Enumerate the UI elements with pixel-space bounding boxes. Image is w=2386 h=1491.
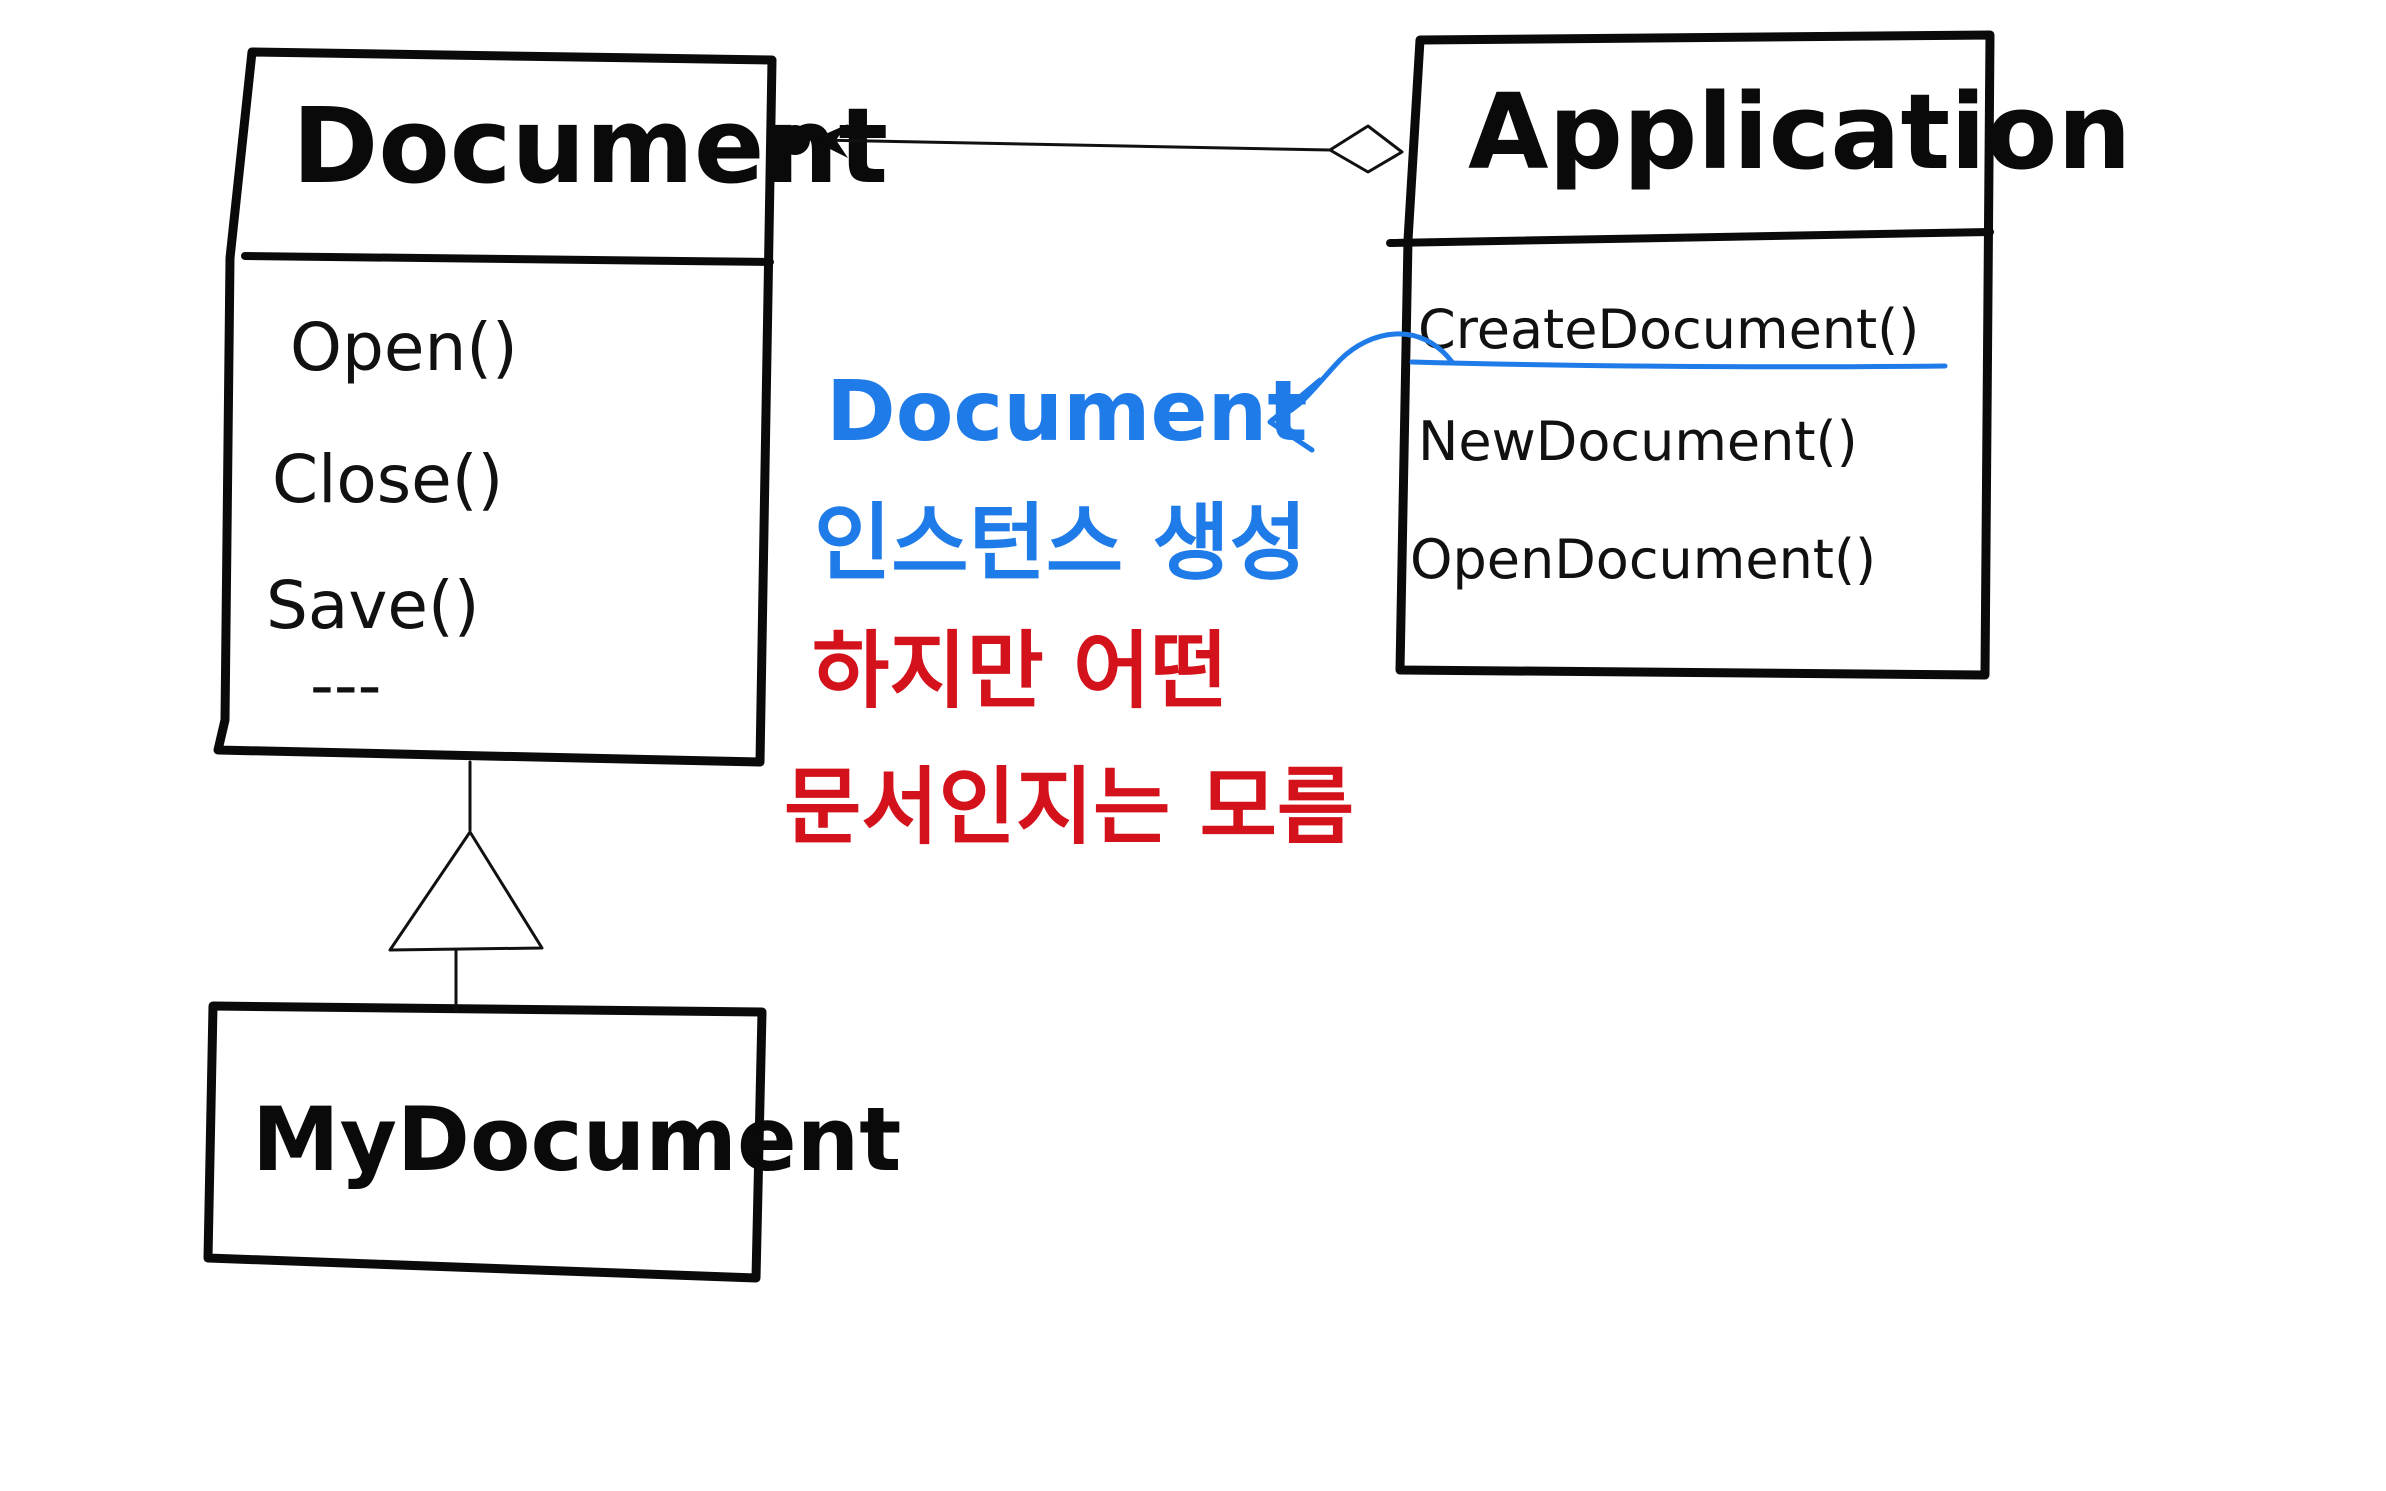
document-method-open: Open() (290, 309, 518, 386)
generalization-triangle (388, 830, 544, 952)
annotation-blue-line1: Document (826, 362, 1307, 460)
application-method-newdocument: NewDocument() (1418, 410, 1858, 473)
document-class-border (213, 47, 777, 767)
createdocument-underline (1409, 359, 1948, 370)
aggregation-connector (780, 124, 1404, 174)
annotation-curved-arrow (1269, 331, 1455, 423)
association-end-dot (780, 125, 810, 155)
application-class: Application CreateDocument() NewDocument… (1386, 30, 2131, 680)
application-method-createdocument: CreateDocument() (1418, 298, 1919, 361)
mydocument-class-border (203, 1001, 767, 1283)
document-method-ellipsis: --- (310, 647, 381, 724)
application-class-divider (1386, 228, 1994, 247)
association-arrowhead (812, 124, 848, 158)
annotation-red-line2: 문서인지는 모름 (784, 758, 1354, 856)
document-method-save: Save() (266, 567, 480, 644)
application-class-name: Application (1468, 71, 2131, 193)
mydocument-class-name: MyDocument (252, 1088, 901, 1191)
application-method-opendocument: OpenDocument() (1410, 528, 1876, 591)
document-class-divider (241, 252, 774, 266)
annotation-blue-line2: 인스턴스 생성 (814, 494, 1307, 592)
mydocument-class: MyDocument (203, 1001, 901, 1283)
application-class-border (1395, 30, 1995, 680)
generalization-connector (388, 760, 544, 1012)
aggregation-diamond (1328, 124, 1404, 174)
annotation-red-line1: 하지만 어떤 (812, 622, 1228, 720)
annotation-note: Document 인스턴스 생성 하지만 어떤 문서인지는 모름 (784, 331, 1455, 856)
document-class: Document Open() Close() Save() --- (213, 47, 888, 767)
annotation-arrowhead (1267, 377, 1323, 453)
document-method-close: Close() (272, 441, 503, 518)
aggregation-line (816, 138, 1332, 152)
